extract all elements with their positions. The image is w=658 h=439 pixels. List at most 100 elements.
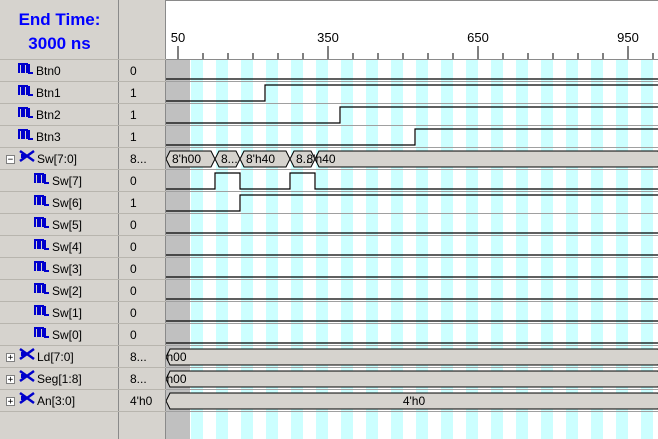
signal-name: Sw[3] [52,262,83,276]
row-separator [0,125,166,126]
row-separator [0,279,166,280]
row-separator [0,191,166,192]
tick-label: 50 [171,30,185,45]
row-separator [0,147,166,148]
bus-signal-icon [19,148,37,170]
signal-row-btn2[interactable]: Btn2 [18,104,61,126]
signal-row-sw-1-[interactable]: Sw[1] [34,302,82,324]
signal-name: Ld[7:0] [37,350,74,364]
tick-label: 350 [317,30,339,45]
signal-value: 0 [130,306,137,320]
signal-value: 1 [130,196,137,210]
signal-value: 0 [130,64,137,78]
row-separator [0,345,166,346]
bit-signal-icon [34,324,52,346]
signal-row-ld-7-0-[interactable]: + Ld[7:0] [6,346,74,368]
signal-value: 0 [130,284,137,298]
bus-signal-icon [19,346,37,368]
signal-row-sw-4-[interactable]: Sw[4] [34,236,82,258]
signal-name: An[3:0] [37,394,76,408]
signal-row-an-3-0-[interactable]: + An[3:0] [6,390,75,412]
signal-row-btn0[interactable]: Btn0 [18,60,61,82]
signal-value: 0 [130,174,137,188]
signal-value: 0 [130,218,137,232]
signal-row-sw-7-0-[interactable]: − Sw[7:0] [6,148,77,170]
waveform-area[interactable]: 50350650950125015501850 8'h008...8'h408.… [166,0,658,439]
end-time-value: 3000 ns [28,34,91,53]
signal-row-seg-1-8-[interactable]: + Seg[1:8] [6,368,82,390]
signal-name: Sw[7:0] [37,152,78,166]
tick-label: 650 [467,30,489,45]
timeline-background [166,0,658,60]
signal-row-sw-6-[interactable]: Sw[6] [34,192,82,214]
bus-value-label: 8'h00 [166,350,187,364]
signal-name: Btn2 [36,108,61,122]
signal-name: Sw[5] [52,218,83,232]
row-separator [0,103,166,104]
bus-segment [166,370,658,388]
signal-name-panel: End Time: 3000 ns [0,0,119,439]
expand-icon[interactable]: + [6,396,15,407]
signal-name: Btn0 [36,64,61,78]
timeline-ruler[interactable]: 50350650950125015501850 [166,0,658,60]
row-separator [0,323,166,324]
signal-value: 0 [130,328,137,342]
bus-segment [166,392,658,410]
bus-value-label: 4'h0 [403,394,426,408]
signal-value: 8... [130,372,147,386]
signal-value: 1 [130,130,137,144]
signal-value-panel [119,0,166,439]
signal-value: 8... [130,152,147,166]
row-separator [0,411,166,412]
bit-signal-icon [18,104,36,126]
signal-row-sw-7-[interactable]: Sw[7] [34,170,82,192]
signal-name: Seg[1:8] [37,372,82,386]
bit-waveform [166,194,658,212]
signal-value: 0 [130,240,137,254]
bit-signal-icon [34,302,52,324]
signal-row-btn3[interactable]: Btn3 [18,126,61,148]
signal-row-sw-5-[interactable]: Sw[5] [34,214,82,236]
bit-signal-icon [18,126,36,148]
signal-name: Sw[0] [52,328,83,342]
bus-signal-icon [19,368,37,390]
bus-signal-icon [19,390,37,412]
bit-waveform [166,128,658,146]
row-separator [0,301,166,302]
signal-name: Sw[7] [52,174,83,188]
bus-value-label: 8... [296,152,313,166]
signal-name: Btn1 [36,86,61,100]
bus-segment [166,348,658,366]
row-separator [0,257,166,258]
bus-segment [314,150,658,168]
tick-label: 950 [617,30,639,45]
signal-row-sw-2-[interactable]: Sw[2] [34,280,82,302]
expand-icon[interactable]: + [6,352,15,363]
bus-value-label: 8'h40 [307,152,336,166]
bit-signal-icon [34,170,52,192]
bit-signal-icon [18,60,36,82]
signal-row-sw-3-[interactable]: Sw[3] [34,258,82,280]
bit-signal-icon [34,192,52,214]
collapse-icon[interactable]: − [6,154,15,165]
signal-name: Sw[2] [52,284,83,298]
bus-value-label: 8'h40 [246,152,275,166]
signal-value: 1 [130,86,137,100]
bus-value-label: 8... [221,152,238,166]
bit-signal-icon [34,236,52,258]
row-separator [0,81,166,82]
bit-waveform [166,84,658,102]
row-separator [0,389,166,390]
expand-icon[interactable]: + [6,374,15,385]
bit-waveform [166,172,658,190]
signal-value: 8... [130,350,147,364]
signal-name: Btn3 [36,130,61,144]
header-separator [0,59,166,60]
bus-value-label: 8'h00 [166,372,187,386]
bit-signal-icon [34,280,52,302]
signal-row-btn1[interactable]: Btn1 [18,82,61,104]
signal-row-sw-0-[interactable]: Sw[0] [34,324,82,346]
signal-name: Sw[1] [52,306,83,320]
end-time-label: End Time: [18,10,101,29]
